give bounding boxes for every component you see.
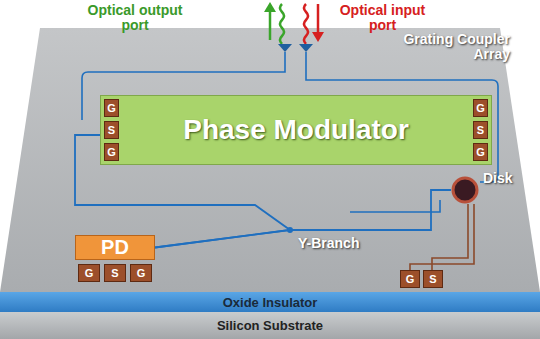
input-arrow [317,4,320,34]
disk-label: Disk [483,170,513,186]
node-text: G [107,146,116,158]
node-text: G [476,102,485,114]
electrode-wire [432,204,468,270]
output-arrowhead [264,2,276,12]
pad-box: G [473,143,488,161]
node-text: Phase Modulator [183,114,409,146]
pad-box: G [473,99,488,117]
pad-box: S [104,121,119,139]
disk-outline [451,176,479,204]
grating-coupler [299,44,313,52]
output-arrow [269,10,272,40]
text-label: Optical input port [330,3,435,34]
pad-box: S [104,264,126,282]
input-beam [304,4,308,44]
input-arrowhead [312,32,324,42]
pad-box: G [104,143,119,161]
node-text: Oxide Insulator [223,295,318,310]
pad-box: S [473,121,488,139]
node-text: S [429,273,436,285]
disk-resonator: Disk [451,176,479,204]
pad-box: G [78,264,100,282]
pad-box: G [400,270,420,288]
oxide-band: Oxide Insulator [0,292,540,312]
electrode-wire [410,204,474,270]
text-label: Grating Coupler Array [392,32,510,63]
substrate-layer [0,312,540,339]
photodetector-box: PD [75,235,155,260]
node-text: PD [101,236,129,259]
node-text: G [85,267,94,279]
chip-surface [0,28,540,292]
modulator-box: Phase ModulatorGSGGSG [100,95,492,165]
text-label: Y-Branch [298,236,378,251]
substrate-band: Silicon Substrate [0,312,540,339]
node-text: G [406,273,415,285]
node-text: S [477,124,484,136]
node-text: S [111,267,118,279]
node-text: S [108,124,115,136]
node-text: Silicon Substrate [217,318,323,333]
text-label: Optical output port [75,3,195,34]
pad-box: S [423,270,443,288]
output-beam [280,4,284,44]
pad-box: G [130,264,152,282]
node-text: G [107,102,116,114]
node-text: G [137,267,146,279]
pad-box: G [104,99,119,117]
waveguide [350,200,440,212]
node-text: G [476,146,485,158]
grating-coupler [278,44,292,52]
oxide-layer [0,292,540,312]
